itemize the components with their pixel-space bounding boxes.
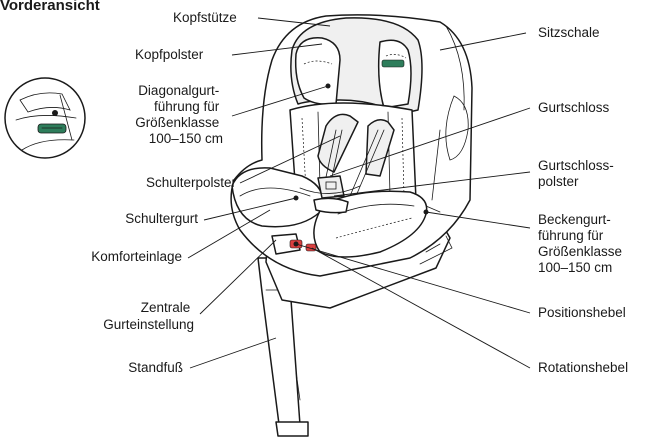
buckle-pad bbox=[314, 198, 348, 212]
label-schulterpolster: Schulterpolster bbox=[146, 175, 237, 190]
head-pad-right bbox=[379, 40, 411, 108]
label-diagonalgurt-line-4: 100–150 cm bbox=[149, 131, 223, 146]
buckle bbox=[318, 176, 344, 198]
label-gurtschlosspolster-line-1: Gurtschloss- bbox=[538, 158, 614, 173]
label-schultergurt: Schultergurt bbox=[125, 211, 198, 226]
label-beckengurt: Beckengurt- führung für Größenklasse 100… bbox=[538, 212, 626, 275]
label-beckengurt-line-2: führung für bbox=[538, 228, 604, 243]
label-kopfpolster: Kopfpolster bbox=[135, 47, 204, 62]
label-sitzschale: Sitzschale bbox=[538, 25, 600, 40]
label-beckengurt-line-3: Größenklasse bbox=[538, 244, 622, 259]
label-zentrale-line-2: Gurteinstellung bbox=[103, 317, 194, 332]
label-zentrale: Zentrale Gurteinstellung bbox=[103, 300, 194, 332]
label-gurtschlosspolster-line-2: polster bbox=[538, 174, 579, 189]
support-leg-foot bbox=[276, 422, 308, 436]
belt-guide-detail-inset bbox=[5, 78, 85, 158]
label-beckengurt-line-4: 100–150 cm bbox=[538, 260, 612, 275]
diagram-title: Vorderansicht bbox=[0, 0, 100, 14]
belt-guide-clip-icon bbox=[38, 124, 66, 133]
label-gurtschloss: Gurtschloss bbox=[538, 100, 610, 115]
label-diagonalgurt: Diagonalgurt- führung für Größenklasse 1… bbox=[135, 83, 223, 146]
label-beckengurt-line-1: Beckengurt- bbox=[538, 212, 611, 227]
inset-circle bbox=[5, 78, 85, 158]
label-komforteinlage: Komforteinlage bbox=[91, 249, 182, 264]
label-kopfstuetze: Kopfstütze bbox=[173, 10, 237, 25]
label-diagonalgurt-line-2: führung für bbox=[154, 99, 220, 114]
label-diagonalgurt-line-3: Größenklasse bbox=[135, 115, 219, 130]
label-positionshebel: Positionshebel bbox=[538, 305, 626, 320]
inset-leader-dot bbox=[52, 110, 58, 116]
label-gurtschlosspolster: Gurtschloss- polster bbox=[538, 158, 618, 189]
label-zentrale-line-1: Zentrale bbox=[141, 300, 191, 315]
label-rotationshebel: Rotationshebel bbox=[538, 360, 628, 375]
label-diagonalgurt-line-1: Diagonalgurt- bbox=[138, 83, 219, 98]
label-standfuss: Standfuß bbox=[128, 360, 183, 375]
car-seat-illustration bbox=[231, 15, 472, 436]
diagonal-belt-guide bbox=[382, 60, 404, 67]
